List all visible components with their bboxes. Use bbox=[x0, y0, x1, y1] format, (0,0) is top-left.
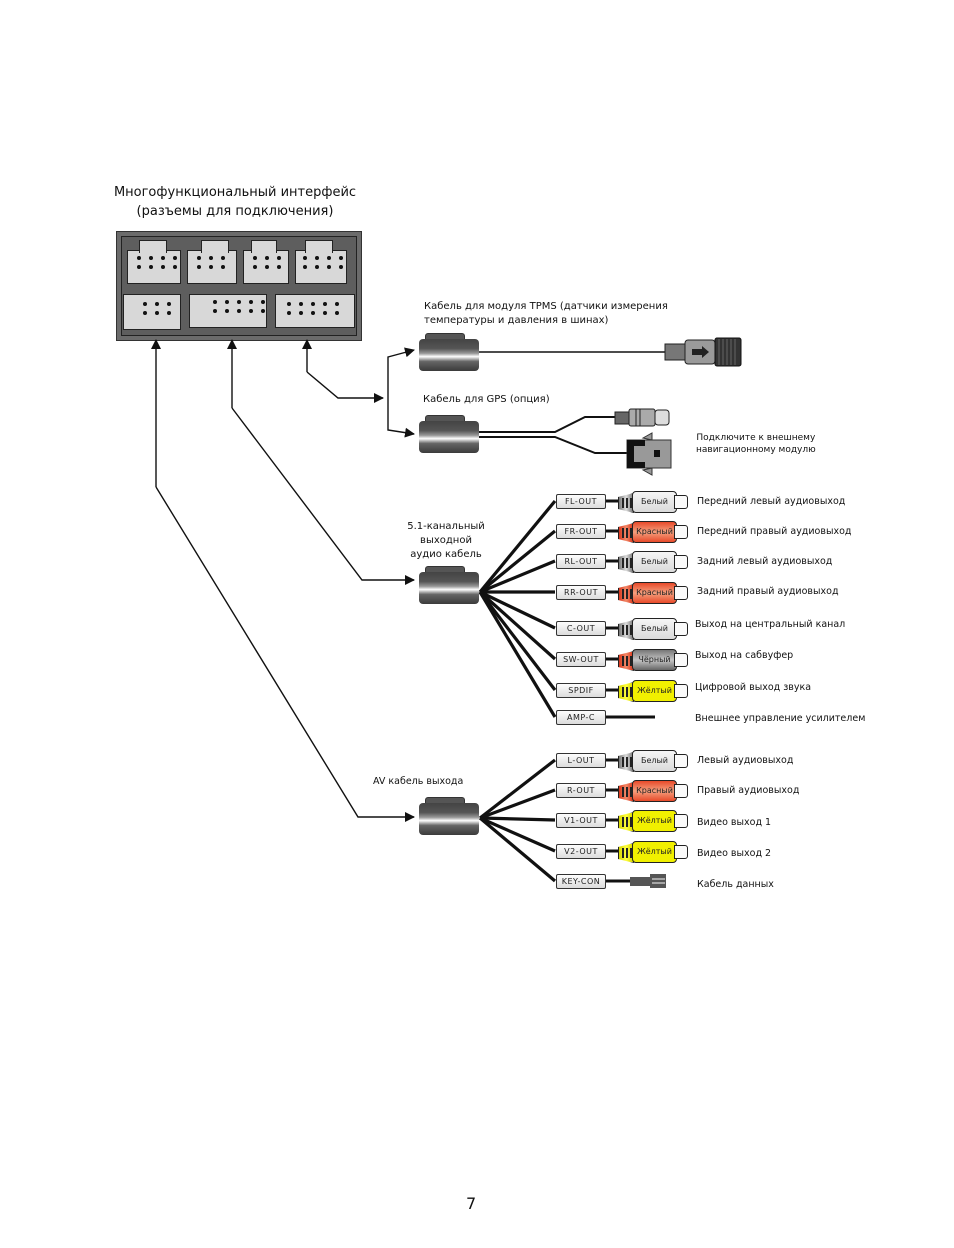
tpms-connector-icon bbox=[664, 337, 742, 367]
output-description: Цифровой выход звука bbox=[695, 682, 812, 693]
key-con-connector-icon bbox=[630, 874, 666, 888]
rca-plug-red: Красный bbox=[618, 780, 688, 802]
output-tag: KEY-CON bbox=[556, 874, 606, 889]
output-description: Видео выход 1 bbox=[697, 817, 772, 828]
rca-plug-yellow: Жёлтый bbox=[618, 841, 688, 863]
page-number: 7 bbox=[466, 1194, 477, 1213]
rca-plug-white: Белый bbox=[618, 750, 688, 772]
rca-plug-white: Белый bbox=[618, 618, 688, 640]
output-tag: R-OUT bbox=[556, 783, 606, 798]
tpms-cable-plug bbox=[419, 333, 479, 371]
output-description: Передний левый аудиовыход bbox=[697, 496, 846, 507]
rca-plug-yellow: Жёлтый bbox=[618, 680, 688, 702]
audio51-cable-plug bbox=[419, 566, 479, 604]
rca-plug-red: Красный bbox=[618, 582, 688, 604]
av-cable-plug bbox=[419, 797, 479, 835]
output-tag: FL-OUT bbox=[556, 494, 606, 509]
output-description: Видео выход 2 bbox=[697, 848, 772, 859]
tpms-cable-label: Кабель для модуля TPMS (датчики измерени… bbox=[424, 301, 668, 326]
output-description: Левый аудиовыход bbox=[697, 755, 794, 766]
rca-plug-black: Чёрный bbox=[618, 649, 688, 671]
navigation-module-connector-icon bbox=[626, 432, 672, 476]
gps-antenna-connector-icon bbox=[614, 408, 670, 427]
audio51-wires bbox=[478, 499, 557, 718]
output-tag: C-OUT bbox=[556, 621, 606, 636]
output-tag: AMP-C bbox=[556, 710, 606, 725]
interface-title: Многофункциональный интерфейс (разъемы д… bbox=[110, 183, 360, 221]
output-description: Передний правый аудиовыход bbox=[697, 526, 852, 537]
connector-socket-1 bbox=[127, 250, 181, 284]
title-line-1: Многофункциональный интерфейс bbox=[113, 185, 357, 200]
av-wires bbox=[478, 758, 557, 883]
rca-plug-white: Белый bbox=[618, 491, 688, 513]
av-cable-label: AV кабель выхода bbox=[373, 776, 464, 787]
rca-plug-red: Красный bbox=[618, 521, 688, 543]
output-tag: V2-OUT bbox=[556, 844, 606, 859]
gps-cable-plug bbox=[419, 415, 479, 453]
output-description: Внешнее управление усилителем bbox=[695, 713, 866, 724]
output-description: Задний правый аудиовыход bbox=[697, 586, 839, 597]
rca-plug-yellow: Жёлтый bbox=[618, 810, 688, 832]
title-line-2: (разъемы для подключения) bbox=[136, 204, 334, 219]
gps-cable-label: Кабель для GPS (опция) bbox=[423, 394, 550, 405]
output-tag: SW-OUT bbox=[556, 652, 606, 667]
rca-plug-white: Белый bbox=[618, 551, 688, 573]
output-description: Выход на центральный канал bbox=[695, 619, 846, 630]
output-tag: SPDIF bbox=[556, 683, 606, 698]
output-tag: V1-OUT bbox=[556, 813, 606, 828]
output-tag: RR-OUT bbox=[556, 585, 606, 600]
output-description: Правый аудиовыход bbox=[697, 785, 800, 796]
output-description: Задний левый аудиовыход bbox=[697, 556, 833, 567]
output-description: Кабель данных bbox=[697, 879, 774, 890]
multifunction-interface-housing bbox=[116, 231, 362, 341]
output-tag: RL-OUT bbox=[556, 554, 606, 569]
gps-note: Подключите к внешнему навигационному мод… bbox=[696, 433, 816, 455]
audio51-cable-label: 5.1-канальный выходной аудио кабель bbox=[407, 521, 485, 560]
output-tag: FR-OUT bbox=[556, 524, 606, 539]
output-description: Выход на сабвуфер bbox=[695, 650, 794, 661]
connector-socket-5 bbox=[123, 294, 181, 330]
output-tag: L-OUT bbox=[556, 753, 606, 768]
